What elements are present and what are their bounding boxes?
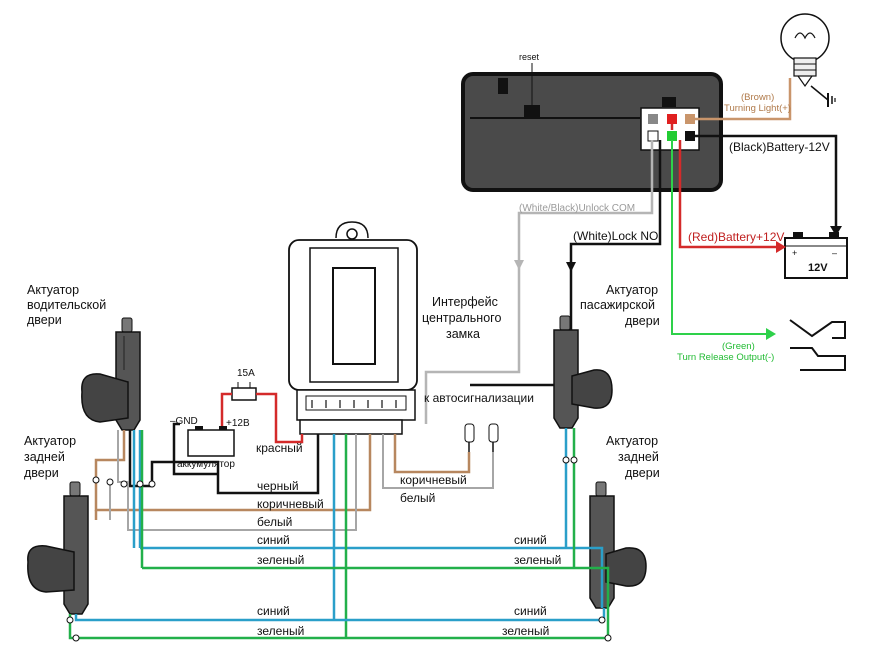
brown-right-wire	[393, 434, 471, 474]
svg-text:–: –	[832, 248, 837, 258]
green-bottom-wire	[68, 608, 610, 640]
gnd-label: –GND	[170, 416, 198, 427]
brown-right-label: коричневый	[400, 473, 467, 487]
blue-mid-label: синий	[514, 533, 547, 547]
passenger-actuator-label-1: Актуатор	[606, 283, 658, 297]
red-wire-label: красный	[256, 441, 303, 455]
reset-label: reset	[519, 52, 540, 62]
red-battery-label: (Red)Battery+12V	[688, 230, 784, 244]
brown-turn-color: (Brown)	[741, 92, 774, 103]
green-turn-wire	[671, 140, 770, 335]
rear-right-actuator-label-2: задней	[618, 450, 659, 464]
brown-harness-wire	[94, 430, 372, 512]
fuse-label: 15A	[237, 368, 255, 379]
brown-turn-wire	[695, 78, 792, 121]
interface-title-3: замка	[446, 327, 480, 341]
driver-actuator-label-2: водительской	[27, 298, 106, 312]
interface-title-1: Интерфейс	[432, 295, 498, 309]
fuse-icon	[231, 382, 257, 401]
white-left-label: белый	[257, 515, 292, 529]
driver-actuator-label-3: двери	[27, 313, 62, 327]
blue-bottom-right-label: синий	[514, 604, 547, 618]
plus12-label: +12В	[226, 418, 250, 429]
green-left-label: зеленый	[257, 553, 304, 567]
passenger-actuator-icon	[553, 315, 613, 429]
green-harness-wire	[142, 428, 610, 638]
white-black-unlock-wire	[424, 140, 654, 424]
black-wire-label: черный	[257, 479, 299, 493]
green-bottom-right-label: зеленый	[502, 624, 549, 638]
battery-voltage: 12V	[808, 262, 828, 274]
rear-right-actuator-label-1: Актуатор	[606, 434, 658, 448]
red-power-wire	[220, 392, 304, 444]
green-color-label: (Green)	[722, 341, 755, 352]
rear-right-actuator-label-3: двери	[625, 466, 660, 480]
black-battery-label: (Black)Battery-12V	[729, 140, 830, 154]
passenger-actuator-label-3: двери	[625, 314, 660, 328]
black-battery-wire	[695, 134, 838, 232]
alarm-module	[461, 72, 723, 192]
driver-actuator-icon	[81, 317, 141, 431]
bulb-icon	[780, 13, 836, 107]
white-lock-label: (White)Lock NO	[573, 229, 658, 243]
interface-title-2: центрального	[422, 311, 501, 325]
rear-left-actuator-label-3: двери	[24, 466, 59, 480]
switch-icon	[789, 319, 846, 371]
junction-dots	[66, 456, 612, 642]
passenger-actuator-label-2: пасажирской	[580, 298, 655, 312]
blue-left-label: синий	[257, 533, 290, 547]
rear-left-actuator-label-1: Актуатор	[24, 434, 76, 448]
brown-left-label: коричневый	[257, 497, 324, 511]
driver-actuator-label-1: Актуатор	[27, 283, 79, 297]
green-mid-label: зеленый	[514, 553, 561, 567]
white-black-unlock-label: (White/Black)Unlock COM	[519, 203, 635, 214]
white-right-wire	[382, 434, 494, 489]
brown-turn-label: Turning Light(+)	[724, 103, 791, 114]
to-alarm-label: к автосигнализации	[424, 391, 534, 405]
central-lock-interface	[288, 221, 418, 435]
blue-bottom-wire	[74, 608, 606, 622]
rear-left-actuator-label-2: задней	[24, 450, 65, 464]
green-turn-release-label: Turn Release Output(-)	[677, 352, 774, 363]
white-right-label: белый	[400, 491, 435, 505]
battery-icon	[187, 426, 235, 457]
svg-text:+: +	[792, 248, 797, 258]
rear-right-actuator-icon	[589, 481, 647, 609]
white-harness-wire	[117, 430, 357, 531]
green-bottom-label: зеленый	[257, 624, 304, 638]
blue-harness-wire	[138, 428, 604, 620]
battery-label: аккумулятор	[177, 459, 235, 470]
black-harness-wire	[128, 430, 320, 495]
alarm-connector-pins	[464, 423, 499, 452]
rear-left-actuator-icon	[27, 481, 89, 615]
blue-bottom-label: синий	[257, 604, 290, 618]
red-battery-wire	[670, 124, 780, 249]
car-battery-icon: + –	[784, 232, 848, 279]
